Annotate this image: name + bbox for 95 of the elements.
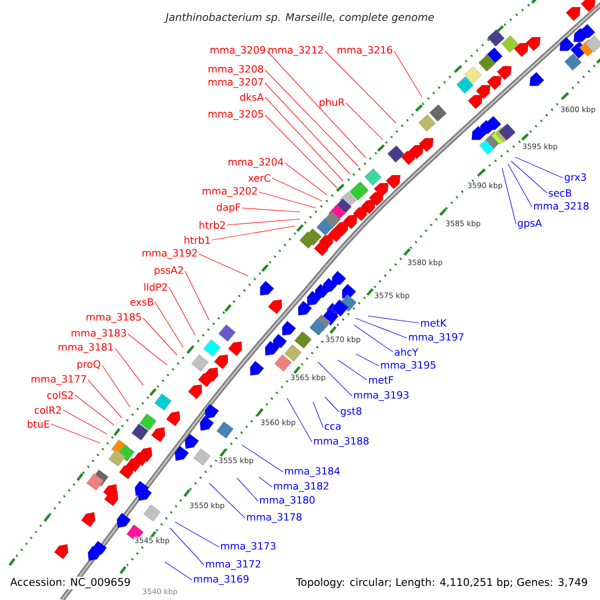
- gene-label: mma_3204: [228, 158, 284, 168]
- leader-line: [170, 528, 204, 566]
- title: Janthinobacterium sp. Marseille, complete genome: [164, 12, 434, 24]
- gene-label: mma_3207: [208, 78, 263, 88]
- gene-label: metK: [421, 319, 447, 327]
- leader-line: [212, 226, 296, 240]
- gene-label: cca: [324, 424, 340, 430]
- leader-line: [318, 362, 352, 396]
- gene-label: gst8: [340, 407, 362, 417]
- footer-text: Topology: circular; Length: 4,110,251 bp; Genes: 3,749: [295, 576, 589, 590]
- leader-line: [502, 168, 516, 224]
- gene-label: mma_3195: [381, 361, 436, 371]
- gene-label: colR2: [34, 406, 61, 414]
- leader-line: [368, 316, 420, 324]
- leader-line: [236, 478, 258, 502]
- gene-label: mma_3181: [58, 343, 113, 353]
- leader-line: [142, 318, 178, 356]
- leader-line: [242, 444, 284, 472]
- leader-line: [184, 270, 210, 320]
- gene-label: mma_3208: [208, 65, 264, 75]
- gene-label: ahcY: [394, 348, 418, 356]
- leader-line: [102, 364, 130, 408]
- leader-line: [50, 424, 100, 444]
- gene-label: gpsA: [518, 219, 542, 229]
- leader-line: [264, 82, 350, 174]
- gene-label: mma_3188: [314, 437, 369, 447]
- leader-line: [324, 50, 396, 124]
- leader-line: [88, 380, 122, 418]
- gene-label: mma_3209: [210, 46, 266, 56]
- leader-line: [286, 398, 312, 442]
- gene-label: grx3: [564, 173, 586, 183]
- leader-line: [272, 178, 322, 202]
- leader-line: [208, 482, 246, 518]
- leader-line: [266, 50, 366, 158]
- leader-line: [346, 102, 384, 140]
- gene-label: htrb2: [200, 221, 225, 229]
- gene-label: mma_3183: [72, 329, 126, 339]
- leader-line: [284, 162, 328, 196]
- leader-line: [198, 254, 248, 276]
- leader-line: [354, 318, 408, 338]
- gene-label: mma_3169: [194, 575, 249, 585]
- gene-label: htrb1: [184, 236, 210, 244]
- gene-label: exsB: [130, 298, 154, 306]
- gene-label: mma_3205: [208, 110, 263, 120]
- gene-label: mma_3172: [206, 560, 260, 570]
- leader-line: [242, 208, 300, 212]
- gene-label: dapF: [216, 203, 240, 213]
- leader-line: [62, 410, 108, 434]
- leader-line: [168, 286, 196, 336]
- leader-line: [338, 360, 368, 380]
- leader-line: [312, 402, 324, 428]
- leader-line: [354, 324, 394, 352]
- leader-line: [114, 348, 144, 386]
- leader-line: [258, 476, 272, 488]
- gene-label: mma_3173: [221, 542, 276, 552]
- gene-label: colS2: [47, 391, 73, 399]
- gene-label: btuE: [28, 420, 50, 428]
- gene-label: mma_3178: [247, 513, 302, 523]
- gene-label: mma_3192: [142, 249, 197, 259]
- gene-label: mma_3177: [32, 375, 86, 385]
- gene-label: mma_3182: [274, 482, 328, 492]
- gene-label: mma_3218: [534, 202, 589, 212]
- gene-label: mma_3216: [338, 46, 392, 56]
- gene-label: mma_3212: [268, 46, 323, 56]
- leader-line: [128, 334, 168, 366]
- leader-line: [164, 562, 192, 580]
- footer-text: Accession: NC_009659: [9, 576, 132, 590]
- gene-label: metF: [369, 376, 394, 384]
- gene-label: mma_3202: [202, 187, 257, 197]
- gene-label: mma_3193: [354, 391, 408, 401]
- gene-label: mma_3185: [86, 313, 141, 323]
- gene-label: mma_3180: [260, 496, 315, 506]
- leader-line: [264, 96, 344, 182]
- gene-label: mma_3197: [409, 333, 464, 343]
- leader-line: [324, 396, 340, 412]
- gene-label: pssA2: [154, 266, 183, 276]
- leader-line: [394, 50, 422, 98]
- leader-line: [174, 522, 220, 548]
- leader-line: [514, 156, 564, 178]
- leader-line: [74, 394, 114, 426]
- gene-label: xerC: [248, 174, 270, 182]
- leader-line: [356, 354, 380, 366]
- leader-line: [226, 218, 300, 226]
- leader-line: [264, 70, 358, 166]
- leader-line: [264, 114, 338, 188]
- leader-line: [508, 164, 532, 208]
- leader-line: [510, 160, 548, 194]
- gene-label: proQ: [77, 360, 100, 370]
- gene-label: secB: [548, 189, 572, 197]
- gene-label: dksA: [240, 93, 264, 101]
- leader-line: [258, 192, 316, 208]
- gene-label: lldP2: [144, 283, 167, 291]
- leader-line: [154, 302, 184, 348]
- gene-label: phuR: [320, 98, 345, 108]
- gene-label: mma_3184: [285, 467, 340, 477]
